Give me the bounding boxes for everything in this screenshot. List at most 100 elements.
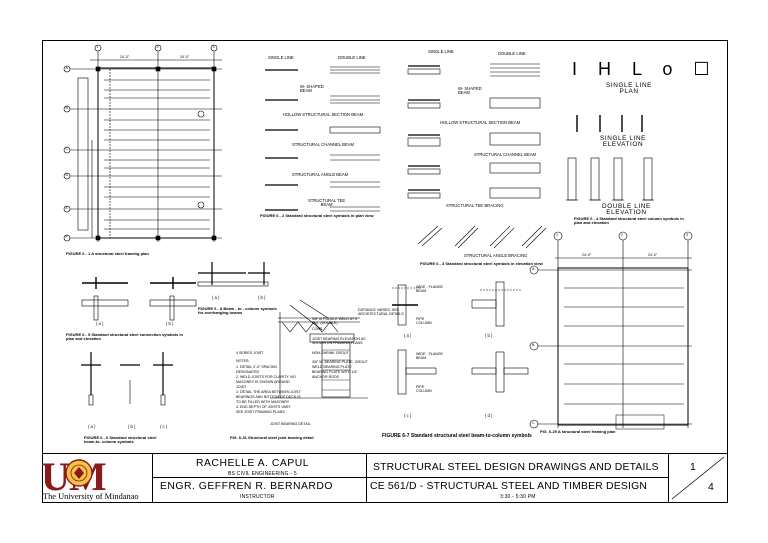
sub-label-a: ( a ) [404, 333, 412, 338]
joist-note: 1. DETAIL 2'-0" SPACING [236, 365, 278, 369]
beam-label: WIDE - FLANGE BEAM [416, 285, 443, 293]
double-line-header: DOUBLE LINE [338, 55, 366, 60]
sub-label-c: ( c ) [404, 413, 412, 418]
framing-plan-left [63, 44, 222, 242]
figure-caption: FIGURE 6 - 8 Beam - to - column symbols … [198, 306, 277, 315]
figure-caption: FIG. 6-29 A structural steel framing pla… [540, 429, 616, 434]
joist-note: 4. END DEPTH OF JOISTS VARY [236, 405, 291, 409]
plan-symbol-label: HOLLOW STRUCTURAL SECTION BEAM [283, 112, 364, 117]
figure-caption: FIG. 6-31 Structural steel joist bearing… [230, 435, 314, 440]
figure-caption: FIGURE 6 - 1 A structural steel framing … [66, 251, 149, 256]
double-line-header: DOUBLE LINE [498, 51, 526, 56]
title-block-top-border [42, 453, 728, 455]
single-line-header: SINGLE LINE [268, 55, 294, 60]
framing-plan-right [529, 231, 693, 430]
elevation-symbol-label: STRUCTURAL TEE BRACING [446, 203, 504, 208]
grid-label-right-b: B [532, 343, 535, 347]
joist-note: BEARINGS AND BOTTOM OF DECK IS [236, 395, 301, 399]
instructor-name: ENGR. GEFFREN R. BERNARDO [160, 481, 333, 492]
joist-note: 5/8" Ø PUDDLE WELD AT 6" O.C. (DOUBLE) [312, 317, 359, 325]
joist-note: DESIGNATED [236, 370, 260, 374]
grid-label-row-c: C [65, 147, 69, 152]
double-line-elevation-label: DOUBLE LINE ELEVATION [602, 203, 651, 217]
grid-label-row-e: E [65, 206, 68, 211]
grid-label-right-1: 1 [556, 233, 558, 237]
figure-caption: FIGURE 6 - 3 Standard structural steel s… [420, 261, 543, 266]
title-block-divider [668, 453, 669, 503]
single-line-elevation-label: SINGLE LINE ELEVATION [600, 135, 647, 149]
sub-label-a: ( a ) [96, 321, 104, 326]
dimension-label: 24'-0" [180, 55, 190, 59]
joist-note: BEARING PLATE WITH 1/4" [312, 370, 358, 374]
dimension-label: 24'-0" [120, 55, 130, 59]
dimension-label: 24'-0" [648, 253, 658, 257]
figure-caption: FIGURE 6 - 4 Standard structural steel c… [574, 216, 684, 225]
grid-label-3: 3 [212, 45, 215, 50]
university-name: The University of Mindanao [43, 492, 139, 501]
plan-symbol-label: STRUCTURAL TEE BEAM [308, 198, 346, 208]
plan-symbol-label: STRUCTURAL ANGLE BEAM [292, 172, 349, 177]
drawing-sheet-border [42, 40, 728, 503]
joist-note: SEE JOIST FRAMING PLANS [236, 410, 285, 414]
column-label: PIPE COLUMN [416, 317, 432, 325]
figure-caption: FIGURE 6 - 2 Standard structural steel s… [260, 213, 374, 218]
figure-caption: FIGURE 6 - 6 Standard structural steel b… [84, 435, 157, 444]
grid-label-right-2: 2 [621, 233, 623, 237]
figure-caption: FIGURE 6 - 5 Standard structural steel c… [66, 332, 183, 341]
title-block-divider [366, 453, 367, 503]
seal-icon [65, 459, 93, 487]
course-title: CE 561/D - STRUCTURAL STEEL AND TIMBER D… [370, 481, 648, 492]
joist-note: 4 SERIES JOIST [236, 351, 264, 355]
joist-note: TO BE FILLED WITH MASONRY [236, 400, 290, 404]
plan-symbol-label: STRUCTURAL CHANNEL BEAM [292, 142, 355, 147]
beam-to-column-details [392, 281, 529, 395]
sub-label-b: ( b ) [128, 424, 136, 429]
author-program: BS CIVIL ENGINEERING - 5 [228, 471, 297, 477]
sub-label-d: ( d ) [485, 413, 493, 418]
joist-note: JOIST [236, 385, 247, 389]
column-shape-icons: I H L o ☐ [572, 59, 718, 79]
overhanging-beam-symbols [197, 262, 270, 287]
grid-label-1: 1 [96, 45, 99, 50]
sub-label-c: ( c ) [160, 424, 168, 429]
joist-note: ANCHOR RODS [312, 375, 339, 379]
grid-label-right-3: 3 [686, 233, 688, 237]
grid-label-row-f: F [65, 235, 68, 240]
joist-note: 3. DETAIL THE AREA BETWEEN JOIST [236, 390, 301, 394]
single-line-header: SINGLE LINE [428, 49, 454, 54]
elevation-symbol-label: W- SHAPED BEAM [458, 86, 482, 96]
sub-label-a: ( a ) [212, 295, 220, 300]
author-name: RACHELLE A. CAPUL [196, 458, 310, 469]
elevation-symbols [407, 63, 547, 249]
beam-label: WIDE - FLANGE BEAM [416, 352, 443, 360]
joist-note: JOIST BEARING ELEVATION AS SHOWN ON FRAM… [312, 337, 366, 345]
joist-note: NOTES: [236, 359, 250, 363]
sheet-total: 4 [708, 482, 715, 493]
sub-label-b: ( b ) [258, 295, 266, 300]
joist-bearing-detail [270, 299, 368, 399]
joist-note: WELD BEARING PLATE [312, 365, 352, 369]
joist-note: JOIST BEARING DETAIL [270, 422, 311, 426]
elevation-symbol-label: HOLLOW STRUCTURAL SECTION BEAM [440, 120, 521, 125]
joist-note: DISTANCE VARIES, SEE ARCHITECTURAL DETAI… [358, 308, 404, 316]
single-line-plan-label: SINGLE LINE PLAN [606, 82, 653, 96]
sub-label-b: ( b ) [166, 321, 174, 326]
joist-note: 2. WELD JOISTS FOR CLARITY. NO [236, 375, 296, 379]
title-block-divider [152, 453, 153, 503]
sub-label-a: ( a ) [88, 424, 96, 429]
joist-note: MASONRY IS SHOWN AROUND [236, 380, 290, 384]
class-schedule: 3:30 - 5:30 PM [500, 494, 536, 500]
dimension-label: 24'-0" [582, 253, 592, 257]
grid-label-row-a: A [65, 66, 68, 71]
elevation-symbol-label: STRUCTURAL CHANNEL BEAM [474, 152, 537, 157]
sheet-number: 1 [690, 462, 697, 473]
grid-label-2: 2 [156, 45, 159, 50]
joist-note: NON-SHRINK GROUT [312, 351, 349, 355]
grid-label-row-b: B [65, 106, 68, 111]
plan-symbol-label: W- SHAPED BEAM [300, 84, 324, 94]
grid-label-row-d: D [65, 173, 69, 178]
plan-symbols [265, 66, 381, 212]
column-symbols [566, 115, 654, 201]
column-label: PIPE COLUMN [416, 385, 432, 393]
